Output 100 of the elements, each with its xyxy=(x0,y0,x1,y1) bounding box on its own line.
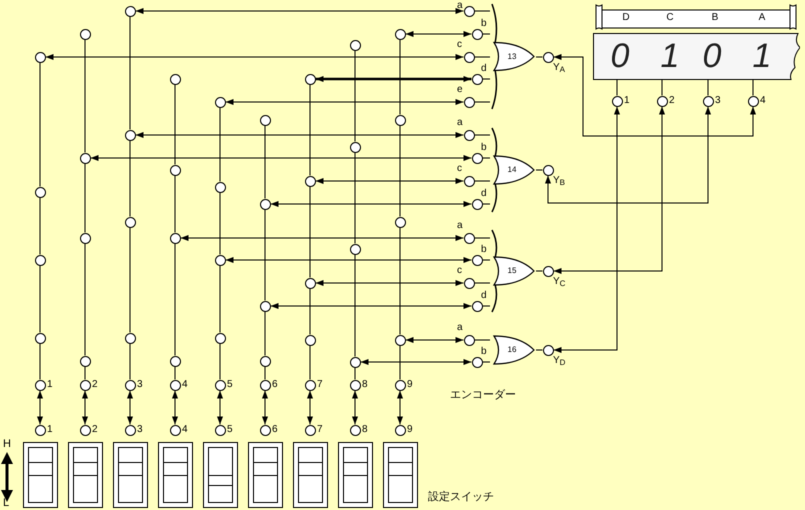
terminal-label: b xyxy=(481,244,487,255)
terminal-label: b xyxy=(481,142,487,153)
wire xyxy=(474,134,490,136)
terminal xyxy=(214,182,226,192)
signal-arrow xyxy=(315,178,464,184)
signal-arrow xyxy=(397,390,403,425)
display-digit: 1 xyxy=(752,36,772,77)
signal-arrow xyxy=(90,155,472,161)
terminal-label: 4 xyxy=(182,424,188,435)
terminal xyxy=(34,254,46,266)
gate-number: 13 xyxy=(506,52,518,62)
terminal xyxy=(214,332,226,344)
terminal xyxy=(304,424,316,436)
terminal xyxy=(350,424,360,436)
terminal-label: b xyxy=(481,346,487,357)
wire xyxy=(264,366,266,380)
wire xyxy=(354,367,356,380)
annotation: 設定スイッチ xyxy=(428,491,494,504)
terminal xyxy=(304,334,316,346)
terminal xyxy=(260,356,270,366)
signal-arrow xyxy=(45,54,464,60)
slide-switch xyxy=(68,442,103,508)
terminal xyxy=(260,424,270,436)
signal-arrow xyxy=(553,106,620,353)
terminal xyxy=(472,198,482,210)
terminal-label: 8 xyxy=(362,424,368,435)
wire xyxy=(354,50,356,142)
terminal-label: 3 xyxy=(715,95,721,106)
terminal xyxy=(34,424,46,436)
terminal-label: 9 xyxy=(407,379,413,390)
column-letter: D xyxy=(621,12,631,24)
terminal xyxy=(80,28,90,40)
terminal-label: 5 xyxy=(227,379,233,390)
terminal xyxy=(464,130,474,140)
wire xyxy=(536,270,543,272)
terminal-label: 5 xyxy=(227,424,233,435)
terminal-label: 8 xyxy=(362,379,368,390)
terminal xyxy=(304,176,316,186)
terminal xyxy=(350,380,360,390)
signal-arrow xyxy=(135,8,464,14)
terminal xyxy=(214,380,226,390)
terminal-label: 4 xyxy=(182,379,188,390)
terminal xyxy=(34,332,46,344)
terminal xyxy=(170,380,180,390)
terminal-label: 7 xyxy=(317,379,323,390)
signal-arrow xyxy=(225,99,464,105)
terminal xyxy=(214,254,226,266)
display-digit: 1 xyxy=(660,36,680,77)
wire xyxy=(174,243,176,356)
wire xyxy=(616,80,618,96)
terminal xyxy=(304,278,316,288)
slide-switch xyxy=(158,442,193,508)
signal-arrow xyxy=(270,201,472,207)
signal-arrow xyxy=(360,359,472,365)
gate-number: 14 xyxy=(506,165,518,175)
terminal xyxy=(350,244,360,254)
terminal-label: d xyxy=(481,63,487,74)
slide-switch xyxy=(293,442,328,508)
signal-arrow xyxy=(553,106,665,274)
wire xyxy=(474,180,490,182)
slide-switch xyxy=(23,442,58,508)
terminal xyxy=(472,152,482,164)
slide-switch xyxy=(248,442,283,508)
terminal-label: 1 xyxy=(47,379,53,390)
wire xyxy=(482,78,490,80)
terminal xyxy=(472,254,482,266)
column-letter: C xyxy=(665,12,675,24)
terminal xyxy=(34,186,46,198)
terminal xyxy=(124,130,136,140)
signal-arrow xyxy=(553,54,756,136)
terminal xyxy=(350,40,360,50)
terminal xyxy=(394,334,406,346)
terminal-label: Y$_{C}$ xyxy=(553,276,566,289)
signal-arrow xyxy=(135,132,464,138)
signal-arrow xyxy=(405,31,472,37)
terminal xyxy=(394,380,406,390)
terminal-label: d xyxy=(481,290,487,301)
wire xyxy=(84,39,86,153)
terminal xyxy=(542,164,554,176)
terminal-label: Y$_{B}$ xyxy=(553,175,566,188)
signal-arrow xyxy=(545,106,711,204)
terminal xyxy=(542,52,554,62)
terminal xyxy=(394,216,406,228)
terminal xyxy=(214,424,226,436)
terminal xyxy=(304,74,316,84)
terminal-label: a xyxy=(457,0,463,11)
wire xyxy=(354,254,356,357)
terminal-label: Y$_{D}$ xyxy=(553,355,566,368)
terminal-label: a xyxy=(457,220,463,231)
terminal xyxy=(472,74,482,84)
display-digit: 0 xyxy=(610,36,630,77)
terminal-label: 3 xyxy=(137,379,143,390)
terminal xyxy=(464,278,474,288)
terminal-label: 3 xyxy=(137,424,143,435)
wire xyxy=(474,10,490,12)
wire xyxy=(84,163,86,233)
gate-number: 16 xyxy=(506,345,518,355)
terminal xyxy=(472,28,482,40)
terminal xyxy=(394,28,406,40)
terminal xyxy=(464,96,474,108)
